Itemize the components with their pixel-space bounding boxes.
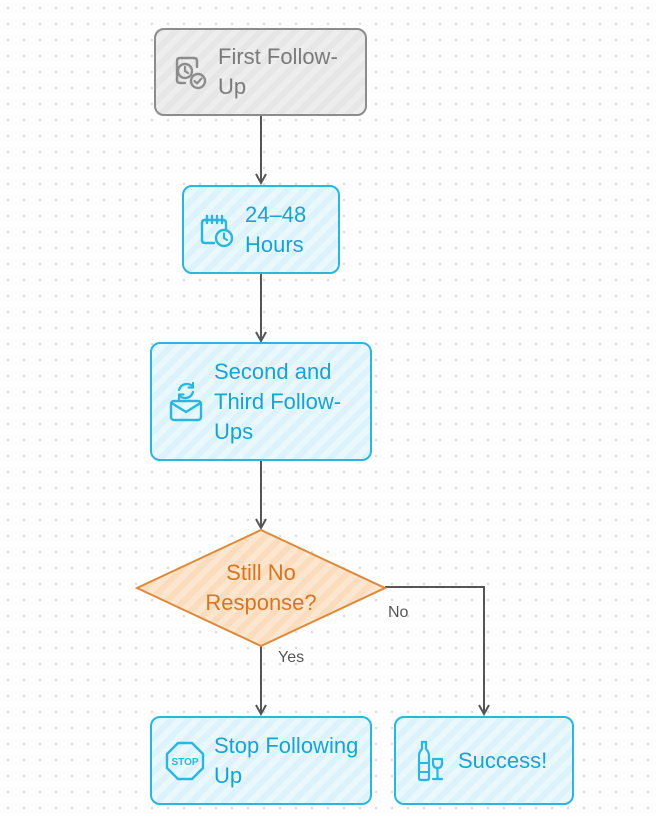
decision-diamond (134, 528, 388, 648)
second-third-follow-up-node: Second and Third Follow-Ups (150, 342, 372, 461)
first-follow-up-node: First Follow-Up (154, 28, 367, 116)
svg-text:STOP: STOP (171, 757, 198, 768)
success-node: Success! (394, 716, 574, 805)
stop-sign-icon: STOP (164, 740, 206, 782)
calendar-clock-icon (196, 210, 236, 250)
yes-edge-label: Yes (278, 649, 305, 666)
decision-label: Still No Response? (205, 560, 317, 615)
champagne-icon (414, 739, 446, 783)
first-follow-up-label: First Follow-Up (218, 44, 338, 99)
wait-period-label: 24–48 Hours (245, 201, 307, 257)
success-label: Success! (458, 747, 548, 773)
stop-following-up-label: Stop Following Up (214, 732, 359, 788)
connector-decision-no (385, 586, 484, 714)
clock-check-icon (170, 52, 208, 92)
mail-refresh-icon (166, 380, 206, 424)
no-edge-label: No (388, 604, 409, 621)
wait-period-node: 24–48 Hours (182, 185, 340, 274)
second-third-follow-up-label: Second and Third Follow-Ups (214, 358, 342, 444)
stop-following-up-node: STOP Stop Following Up (150, 716, 372, 805)
